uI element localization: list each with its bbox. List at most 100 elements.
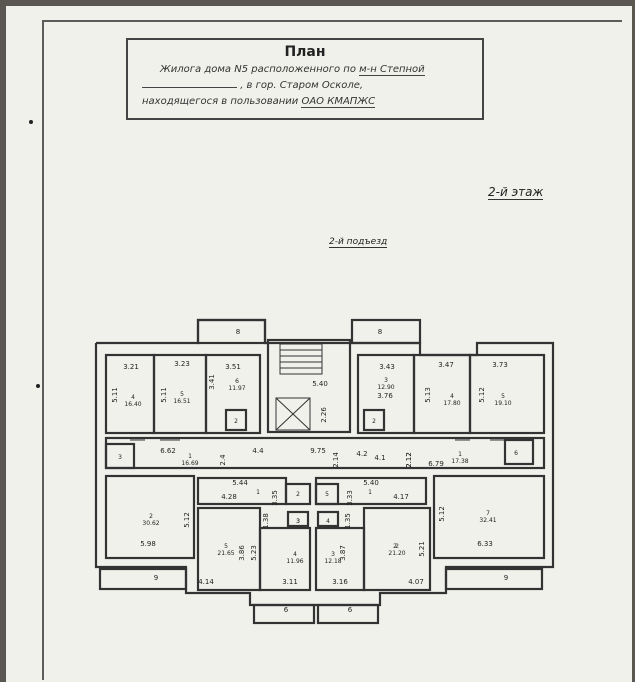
wall-small-2-top	[224, 408, 248, 432]
dimension-label: 4.2	[356, 450, 367, 458]
small-room-number: 2	[372, 418, 376, 425]
elevator-shaft	[275, 397, 311, 431]
small-room-number: 2	[393, 543, 397, 550]
dimension-label: 3.11	[282, 578, 298, 586]
dimension-label: 3.16	[332, 578, 348, 586]
small-room-number: 4	[326, 518, 330, 525]
small-room-number: 3	[118, 454, 122, 461]
stair-flight	[279, 343, 323, 375]
dimension-label: 4.4	[252, 447, 264, 455]
small-room-number: 5	[325, 491, 329, 498]
room-area: 16.51	[173, 398, 190, 405]
title-line-2-text: , в гор. Старом Осколе,	[240, 80, 364, 91]
dimension-label: 4.14	[198, 578, 214, 586]
wall-room-2-bottom	[362, 506, 432, 592]
room-area: 12.90	[377, 384, 394, 391]
dimension-label: 8	[378, 328, 382, 336]
room-area: 19.10	[494, 400, 511, 407]
balcony-top-right	[350, 318, 422, 345]
small-room-number: 6	[514, 450, 518, 457]
floor-label: 2-й этаж	[488, 185, 544, 200]
dimension-label: 3.47	[438, 361, 454, 369]
room-area: 21.65	[217, 550, 234, 557]
small-room-number: 3	[296, 518, 300, 525]
room-number: 3	[384, 377, 388, 384]
dimension-label: 3.51	[225, 363, 241, 371]
dimension-label: 3.33	[346, 490, 354, 506]
dimension-label: 6.62	[160, 447, 176, 455]
room-number: 5	[224, 543, 228, 550]
wall-room-7	[432, 474, 546, 560]
wall-room-4-bottom	[258, 526, 312, 592]
wall-room-2-left	[104, 474, 196, 560]
punch-mark	[36, 384, 40, 388]
address-district: м-н Степной	[359, 64, 425, 76]
room-area: 17.80	[443, 400, 460, 407]
dimension-label: 2.4	[219, 454, 227, 466]
dimension-label: 2.12	[405, 452, 413, 468]
dimension-label: 5.13	[424, 387, 432, 403]
dimension-label: 9	[154, 574, 158, 582]
dimension-label: 6	[348, 606, 353, 614]
room-area: 17.38	[451, 458, 468, 465]
title-line-3-text: находящегося в пользовании	[142, 96, 299, 107]
room-number: 3	[331, 551, 335, 558]
dimension-label: 9	[504, 574, 508, 582]
wall-small-3	[286, 510, 310, 528]
dimension-label: 4.07	[408, 578, 424, 586]
room-number: 4	[293, 551, 297, 558]
room-area: 11.96	[286, 558, 303, 565]
dimension-label: 5.11	[160, 387, 168, 403]
dimension-label: 4.17	[393, 493, 409, 501]
room-number: 4	[131, 394, 135, 401]
dimension-label: 5.40	[363, 479, 379, 487]
dimension-label: 3.73	[492, 361, 508, 369]
wall-small-2-top-right	[362, 408, 386, 432]
dimension-label: 3.87	[339, 545, 347, 561]
room-area: 32.41	[479, 517, 496, 524]
room-number: 4	[450, 393, 454, 400]
dimension-label: 9.75	[310, 447, 326, 455]
room-area: 16.40	[124, 401, 141, 408]
plan-walls	[94, 318, 555, 625]
wall-small-6	[503, 438, 535, 466]
title-line-1: Жилога дома N5 расположенного по м-н Сте…	[160, 64, 425, 76]
room-number: 2	[149, 513, 153, 520]
wall-room-5-right	[468, 353, 546, 435]
room-area: 21.20	[388, 550, 405, 557]
dimension-label: 5.11	[111, 387, 119, 403]
dimension-label: 2.26	[320, 407, 328, 423]
room-area: 12.18	[324, 558, 341, 565]
title-block: План Жилога дома N5 расположенного по м-…	[126, 38, 484, 120]
balcony-bottom-mid-right	[316, 603, 380, 625]
room-number: 7	[486, 510, 490, 517]
room-number: 2	[395, 543, 399, 550]
drawing-frame	[42, 20, 622, 680]
dimension-label: 5.12	[183, 512, 191, 528]
dimension-label: 5.98	[140, 540, 156, 548]
dimension-label: 3.43	[379, 363, 395, 371]
wall-small-2-left	[284, 482, 312, 506]
room-number: 1	[458, 451, 462, 458]
balcony-bottom-right	[444, 567, 544, 591]
dimension-label: 2.14	[332, 452, 340, 468]
dimension-label: 3.41	[208, 374, 216, 390]
dimension-label: 4.28	[221, 493, 237, 501]
dimension-label: 3.76	[377, 392, 393, 400]
dimension-label: 3.23	[174, 360, 190, 368]
dimension-label: 1.38	[262, 513, 270, 529]
dimension-label: 2.12	[405, 452, 413, 468]
wall-stair	[266, 338, 352, 434]
wall-room-6-left	[204, 353, 262, 435]
dimension-label: 6	[284, 606, 289, 614]
dimension-label: 8	[236, 328, 240, 336]
dimension-label: 3.35	[271, 490, 279, 506]
balcony-bottom-mid-left	[252, 603, 316, 625]
title-line-1-text: Жилога дома N5 расположенного по	[160, 64, 356, 75]
small-room-number: 2	[296, 491, 300, 498]
dimension-label: 5.12	[478, 387, 486, 403]
wall-small-5	[314, 482, 340, 506]
small-room-number: 1	[256, 489, 260, 496]
